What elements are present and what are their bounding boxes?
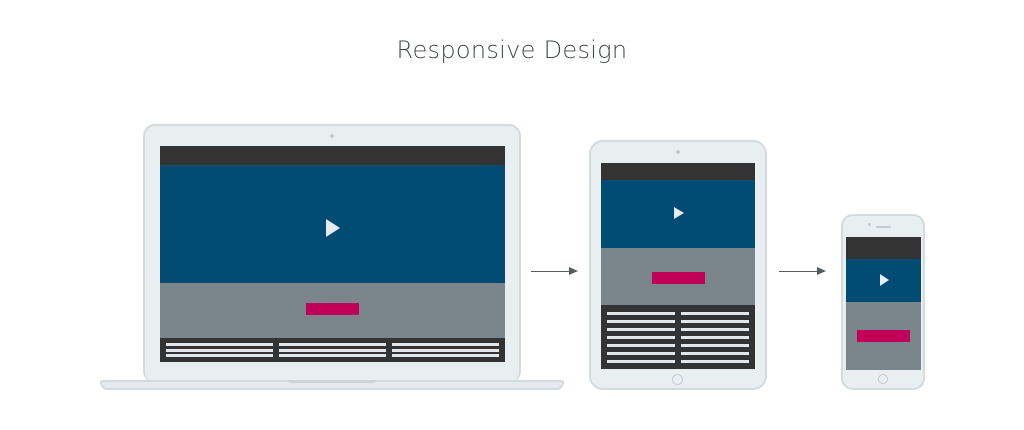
laptop-header-bar	[160, 146, 505, 165]
footer-link-bar[interactable]	[681, 351, 749, 355]
tablet-cta-button[interactable]	[652, 272, 705, 284]
laptop-camera	[330, 134, 334, 138]
footer-link-bar[interactable]	[279, 343, 386, 347]
footer-link-bar[interactable]	[166, 343, 273, 347]
tablet-camera	[676, 150, 680, 154]
footer-link-bar[interactable]	[607, 343, 675, 347]
footer-link-bar[interactable]	[681, 335, 749, 339]
footer-link-bar[interactable]	[166, 348, 273, 352]
footer-link-bar[interactable]	[607, 327, 675, 331]
phone-home-button	[878, 374, 888, 384]
footer-link-bar[interactable]	[607, 335, 675, 339]
footer-link-bar[interactable]	[279, 353, 386, 357]
footer-link-bar[interactable]	[279, 348, 386, 352]
phone-header-bar	[846, 237, 921, 259]
footer-link-bar[interactable]	[166, 353, 273, 357]
play-icon[interactable]	[674, 207, 684, 219]
page-title: Responsive Design	[396, 36, 628, 64]
footer-link-bar[interactable]	[607, 351, 675, 355]
footer-link-bar[interactable]	[681, 359, 749, 363]
footer-link-bar[interactable]	[392, 353, 499, 357]
footer-link-bar[interactable]	[607, 359, 675, 363]
tablet-home-button	[672, 374, 683, 385]
tablet-header-bar	[601, 163, 755, 180]
footer-link-bar[interactable]	[392, 343, 499, 347]
phone-cta-button[interactable]	[857, 330, 910, 342]
laptop-notch	[288, 380, 376, 383]
phone-camera	[868, 223, 871, 226]
play-icon[interactable]	[880, 274, 889, 286]
footer-link-bar[interactable]	[392, 348, 499, 352]
footer-link-bar[interactable]	[681, 319, 749, 323]
footer-link-bar[interactable]	[681, 343, 749, 347]
phone-speaker	[876, 226, 891, 228]
footer-link-bar[interactable]	[607, 319, 675, 323]
footer-link-bar[interactable]	[607, 311, 675, 315]
footer-link-bar[interactable]	[681, 327, 749, 331]
play-icon[interactable]	[326, 219, 340, 237]
laptop-cta-button[interactable]	[306, 303, 359, 315]
footer-link-bar[interactable]	[681, 311, 749, 315]
